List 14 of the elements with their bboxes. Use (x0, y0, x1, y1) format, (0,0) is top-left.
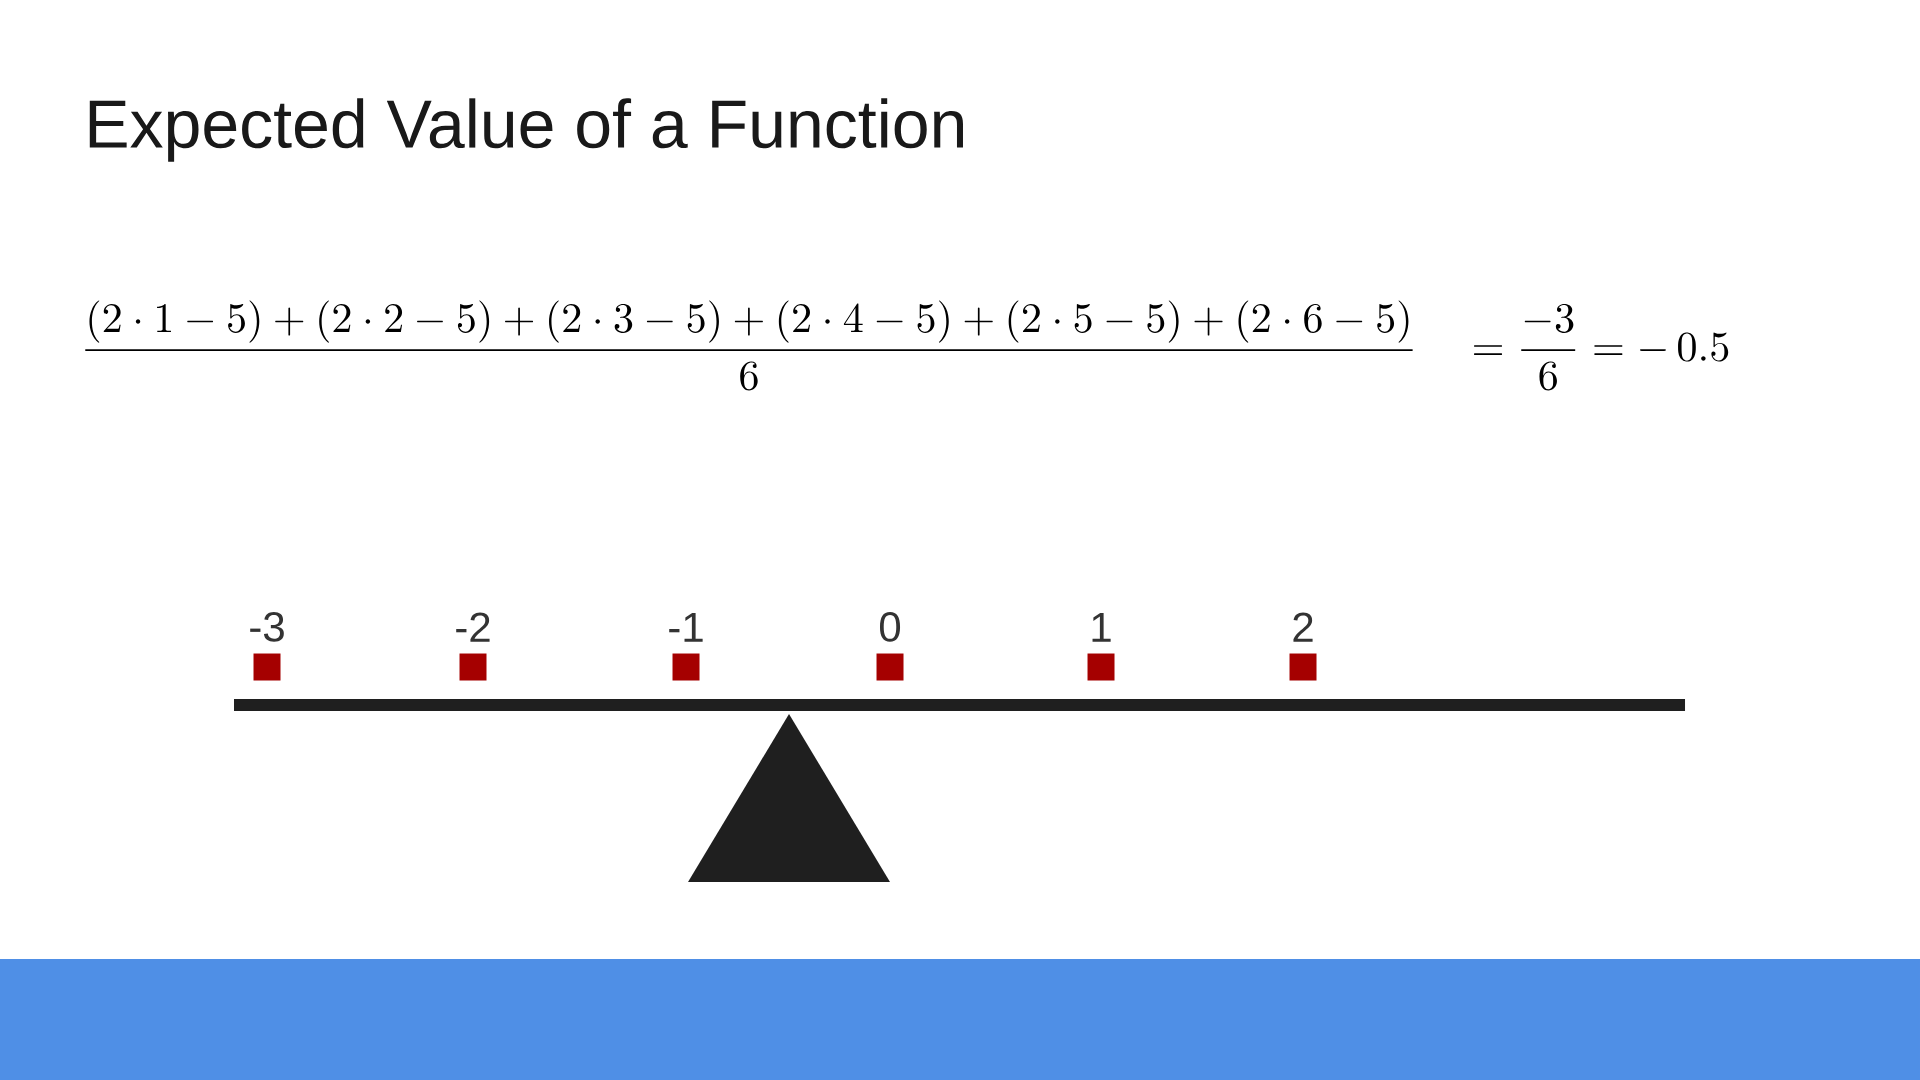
node-label: -2 (456, 612, 490, 642)
node-label: 0 (879, 612, 901, 642)
weight-square: -3 (250, 612, 284, 681)
weight-square: 1 (1087, 612, 1115, 681)
weight-square: -2 (456, 612, 490, 681)
title: Expected Value of a Function (89, 98, 963, 162)
node-label: 1 (1092, 612, 1111, 642)
formula: $\frac{(2\cdot 1-5)+(2\cdot 2-5)+(2\cdot 3-5)+(2\cdot 4-5)+(2\cdot 5-5)+(2\cdot 6-5)}{6}\quad = \frac{-3}{6} = -\,0.5$ (85, 300, 1729, 391)
node-label: -3 (250, 612, 284, 642)
weight-square: 0 (876, 612, 904, 681)
node-label: 2 (1293, 612, 1313, 642)
weight-square: -1 (669, 612, 703, 681)
node-label: -1 (669, 612, 703, 642)
weight-square: 2 (1289, 612, 1317, 681)
